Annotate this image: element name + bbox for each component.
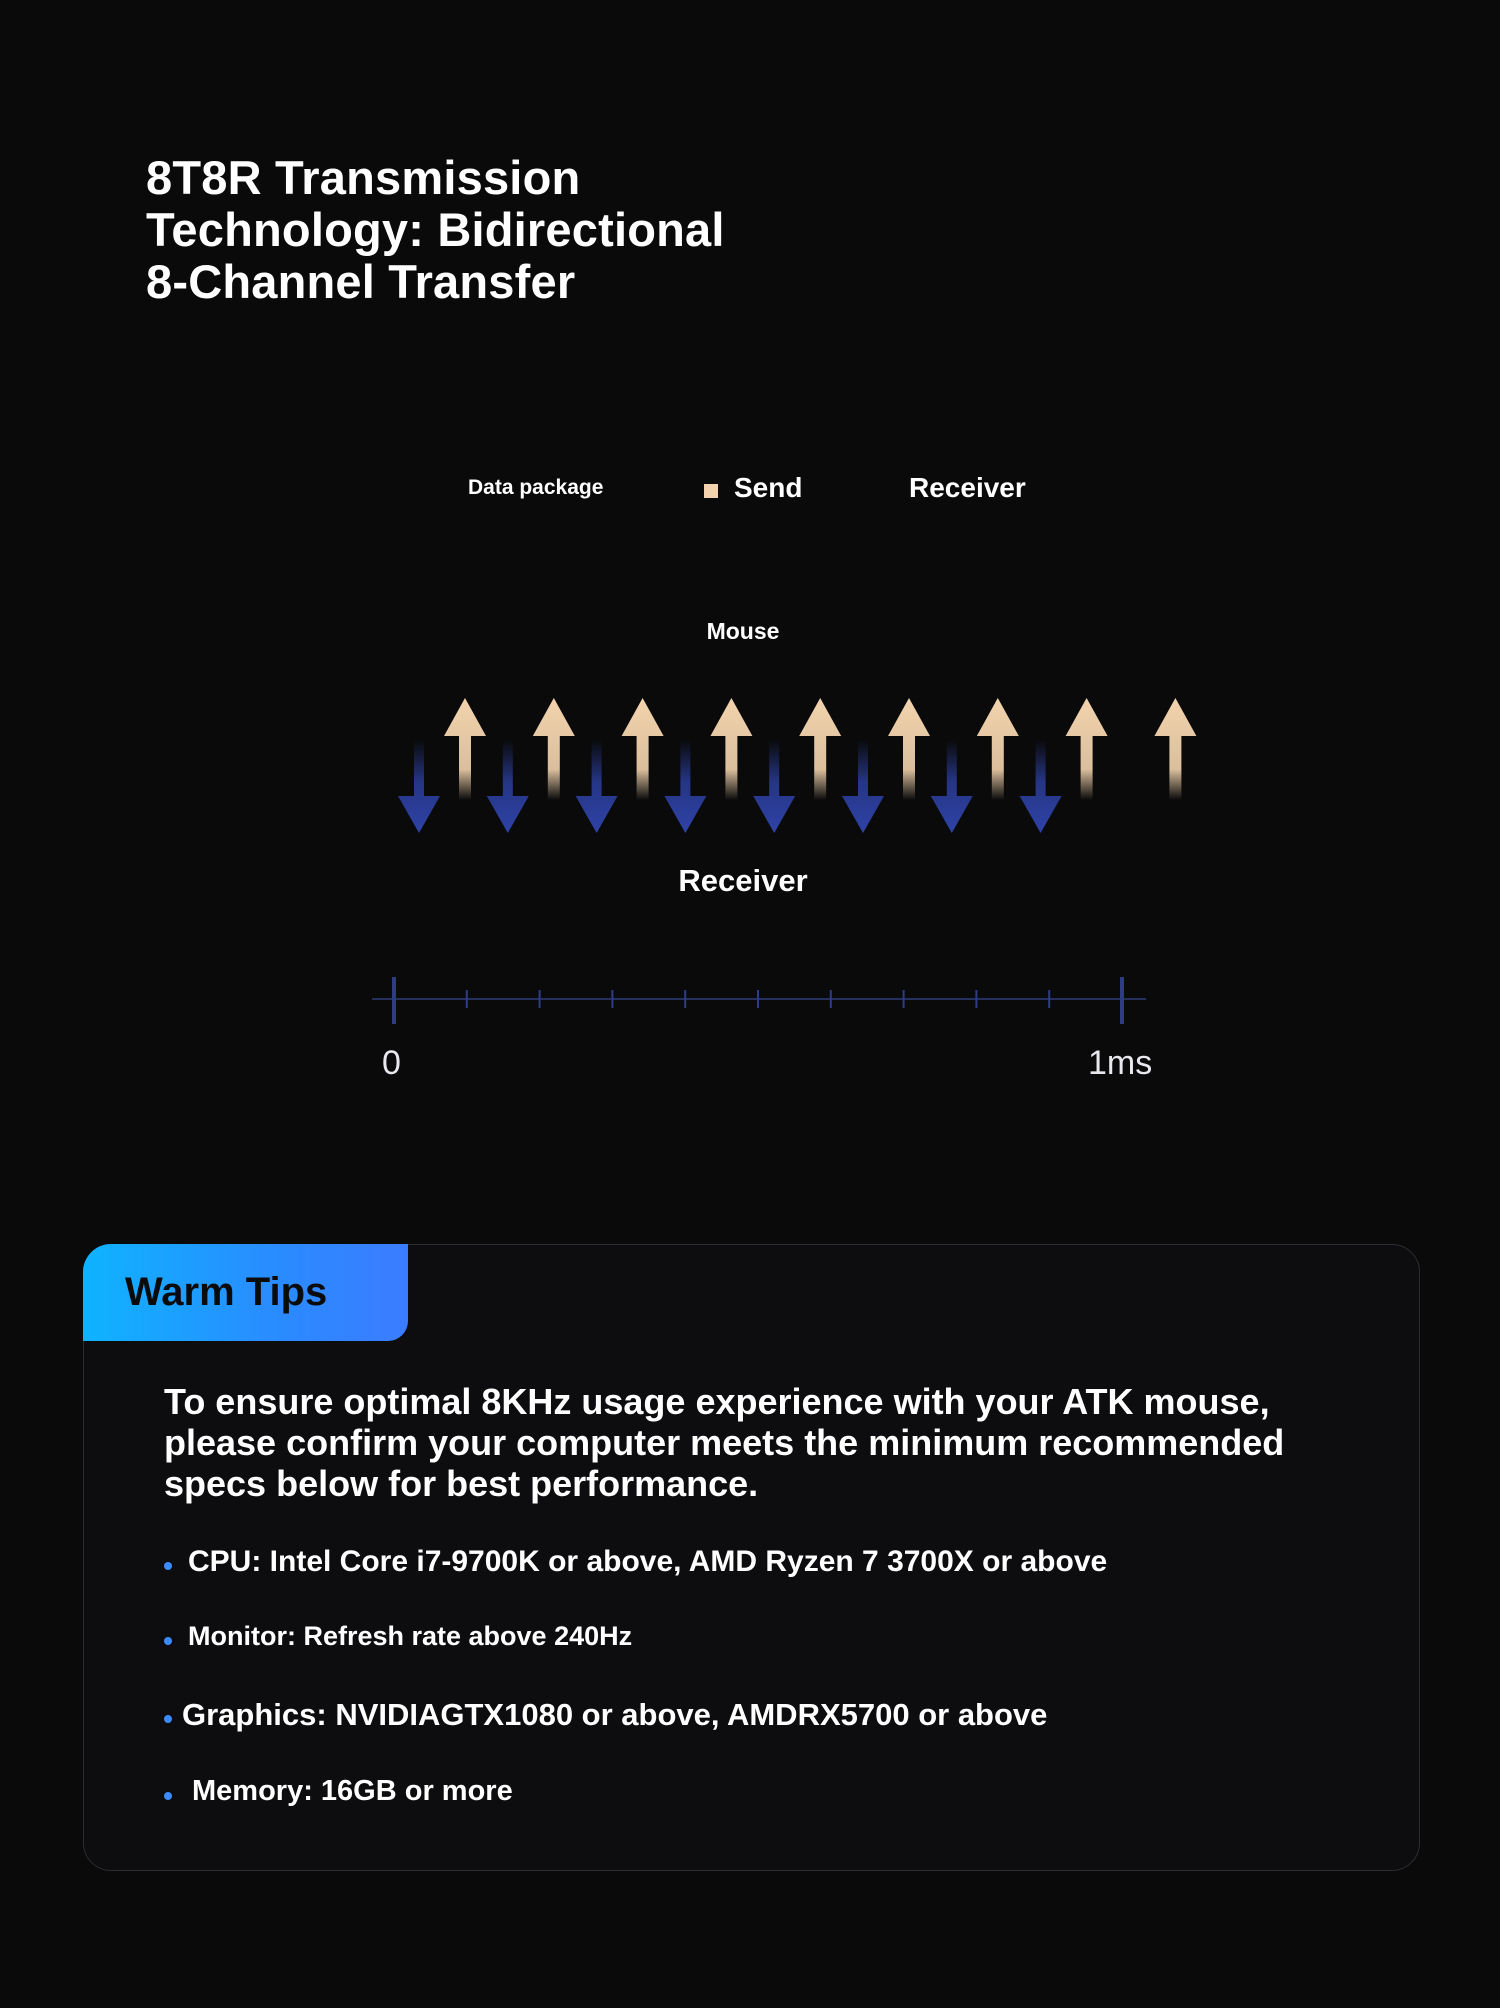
bullet-icon — [164, 1715, 172, 1723]
spec-memory: Memory: 16GB or more — [192, 1775, 513, 1807]
receive-arrow-down-icon — [1019, 740, 1062, 833]
warm-tips-title: Warm Tips — [125, 1270, 328, 1314]
send-arrow-up-icon — [444, 698, 486, 800]
list-item: Monitor: Refresh rate above 240Hz — [164, 1621, 632, 1652]
warm-tips-tab: Warm Tips — [83, 1244, 408, 1341]
receive-arrow-down-icon — [842, 740, 884, 833]
warm-tips-card: Warm Tips To ensure optimal 8KHz usage e… — [83, 1244, 1420, 1871]
send-arrow-up-icon — [710, 698, 753, 800]
receive-arrow-down-icon — [575, 740, 618, 833]
mouse-label: Mouse — [706, 618, 780, 644]
legend-receiver-label: Receiver — [909, 472, 1026, 503]
receive-arrow-down-icon — [664, 740, 707, 833]
receiver-label: Receiver — [678, 863, 808, 898]
spec-cpu: CPU: Intel Core i7-9700K or above, AMD R… — [188, 1545, 1108, 1578]
send-swatch-icon — [704, 484, 718, 498]
send-arrow-up-icon — [976, 698, 1019, 800]
receive-arrow-down-icon — [930, 740, 973, 833]
send-arrow-up-icon — [621, 698, 664, 800]
receive-arrow-down-icon — [486, 740, 529, 833]
legend-send: Send — [704, 470, 802, 506]
send-arrow-up-icon — [888, 698, 930, 800]
legend-receiver: Receiver — [909, 470, 1026, 506]
spec-graphics: Graphics: NVIDIAGTX1080 or above, AMDRX5… — [182, 1697, 1048, 1732]
send-arrow-up-icon — [1154, 698, 1197, 800]
send-arrow-up-icon — [799, 698, 842, 800]
title-line-3: 8-Channel Transfer — [146, 255, 576, 308]
send-arrow-up-icon — [532, 698, 575, 800]
bullet-icon — [164, 1791, 172, 1800]
receive-arrow-down-icon — [753, 740, 796, 833]
transmission-diagram — [372, 698, 1197, 1024]
bullet-icon — [164, 1636, 172, 1645]
send-arrow-up-icon — [1065, 698, 1108, 800]
list-item: Memory: 16GB or more — [164, 1775, 513, 1808]
page-title: 8T8R Transmission Technology: Bidirectio… — [146, 152, 786, 308]
legend-data-package: Data package — [468, 470, 603, 506]
title-line-2: Technology: Bidirectional — [146, 203, 725, 256]
legend-data-package-label: Data package — [468, 476, 604, 499]
bullet-icon — [164, 1562, 172, 1570]
list-item: CPU: Intel Core i7-9700K or above, AMD R… — [164, 1545, 1107, 1579]
legend-send-label: Send — [734, 472, 803, 503]
axis-end-label: 1ms — [1088, 1044, 1153, 1082]
title-line-1: 8T8R Transmission — [146, 151, 581, 204]
warm-tips-intro: To ensure optimal 8KHz usage experience … — [164, 1381, 1285, 1504]
spec-monitor: Monitor: Refresh rate above 240Hz — [188, 1621, 633, 1651]
list-item: Graphics: NVIDIAGTX1080 or above, AMDRX5… — [164, 1697, 1047, 1733]
receive-arrow-down-icon — [398, 740, 440, 833]
axis-start-label: 0 — [382, 1044, 401, 1082]
